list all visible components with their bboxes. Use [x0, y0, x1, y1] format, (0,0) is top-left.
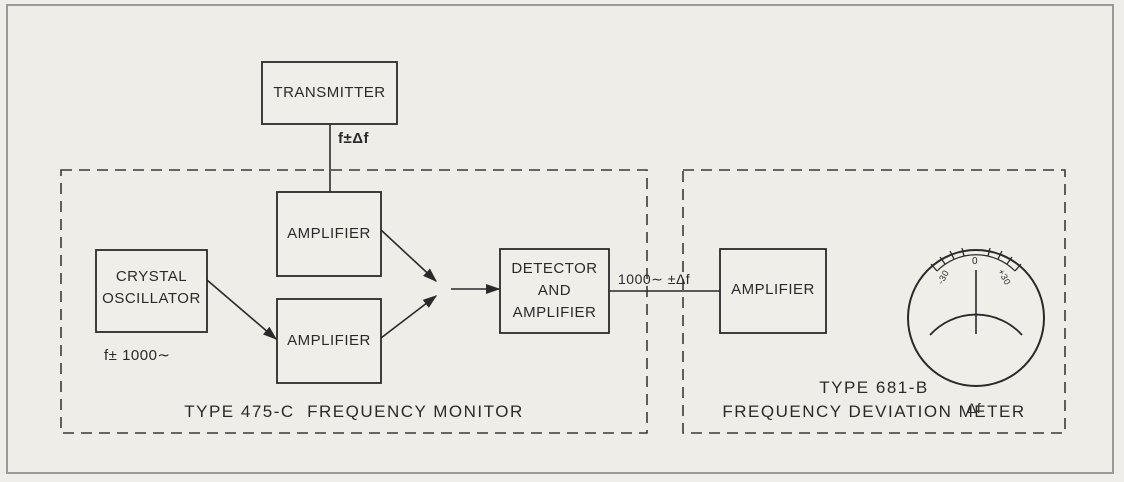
detector-line-3: AMPLIFIER: [512, 304, 597, 321]
amplifier-top-to-junction-arrow: [380, 229, 438, 282]
crystal-oscillator-label: CRYSTAL OSCILLATOR: [96, 266, 207, 310]
transmitter-label: TRANSMITTER: [273, 84, 386, 101]
amplifier-bottom-label: AMPLIFIER: [287, 332, 371, 349]
amplifier-top-label: AMPLIFIER: [287, 225, 371, 242]
deviation-meter-outline: [682, 169, 1066, 434]
meter-scale-zero: 0: [972, 256, 979, 267]
amplifier-bottom-to-junction-arrow: [380, 295, 438, 339]
transmitter-block: [261, 61, 398, 125]
deviation-meter-caption-1: TYPE 681-B: [819, 378, 929, 397]
detector-output-label: 1000∼ ±Δf: [618, 271, 691, 287]
crystal-oscillator-block: [95, 249, 208, 333]
frequency-monitor-outline: [60, 169, 648, 434]
oscillator-to-amplifier-arrow: [206, 279, 278, 340]
amplifier-meter-block: [719, 248, 827, 334]
frequency-monitor-caption: TYPE 475-C FREQUENCY MONITOR: [184, 402, 524, 421]
crystal-oscillator-line-1: CRYSTAL: [115, 268, 188, 285]
detector-amplifier-block: [499, 248, 610, 334]
meter-delta-f-label: Δf: [967, 400, 982, 416]
crystal-oscillator-line-2: OSCILLATOR: [102, 290, 201, 307]
amplifier-bottom-block: [276, 298, 382, 384]
transmitter-output-label: f±Δf: [338, 130, 370, 147]
deviation-meter-dial: [907, 247, 1045, 387]
amplifier-meter-label: AMPLIFIER: [731, 281, 815, 298]
detector-line-2: AND: [537, 282, 572, 299]
detector-line-1: DETECTOR: [511, 260, 598, 277]
detector-label: DETECTOR AND AMPLIFIER: [500, 258, 609, 324]
oscillator-output-label: f± 1000∼: [104, 347, 171, 364]
amplifier-top-block: [276, 191, 382, 277]
figure-frame: [6, 4, 1114, 474]
deviation-meter-caption-2: FREQUENCY DEVIATION METER: [722, 402, 1026, 421]
